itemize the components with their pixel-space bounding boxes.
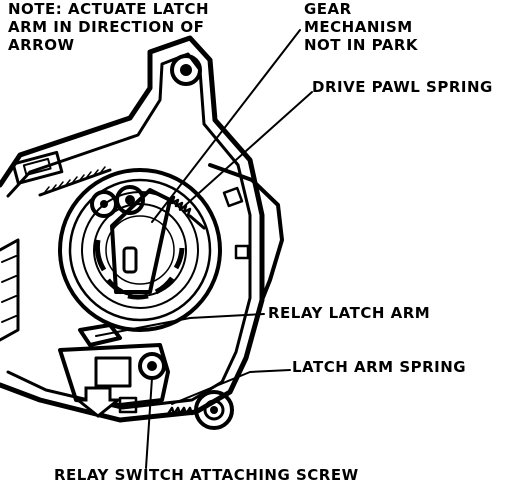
relay-switch-screw — [138, 352, 166, 380]
gear-label-line1: GEAR — [304, 0, 352, 18]
latch-arm-spring-label: LATCH ARM SPRING — [292, 358, 466, 376]
note-label-line1: NOTE: ACTUATE LATCH — [8, 0, 209, 18]
relay-latch-arm — [58, 323, 170, 418]
note-label-line3: ARROW — [8, 36, 75, 54]
latch-arm-spring-coil — [166, 406, 194, 416]
top-mounting-boss — [170, 54, 202, 86]
direction-arrow — [73, 386, 123, 418]
relay-switch-screw-label: RELAY SWITCH ATTACHING SCREW — [54, 466, 359, 484]
lower-mounting-boss — [194, 390, 234, 430]
relay-latch-arm-label: RELAY LATCH ARM — [268, 304, 430, 322]
drive-pawl-spring-coil — [166, 195, 206, 230]
note-label-line2: ARM IN DIRECTION OF — [8, 18, 204, 36]
leader-lines — [95, 29, 313, 469]
gear-label-line2: MECHANISM — [304, 18, 413, 36]
gear-label-line3: NOT IN PARK — [304, 36, 419, 54]
housing — [0, 35, 284, 423]
gear-mechanism — [58, 168, 222, 332]
drive-pawl — [90, 185, 172, 294]
drive-pawl-spring-label: DRIVE PAWL SPRING — [312, 78, 493, 96]
